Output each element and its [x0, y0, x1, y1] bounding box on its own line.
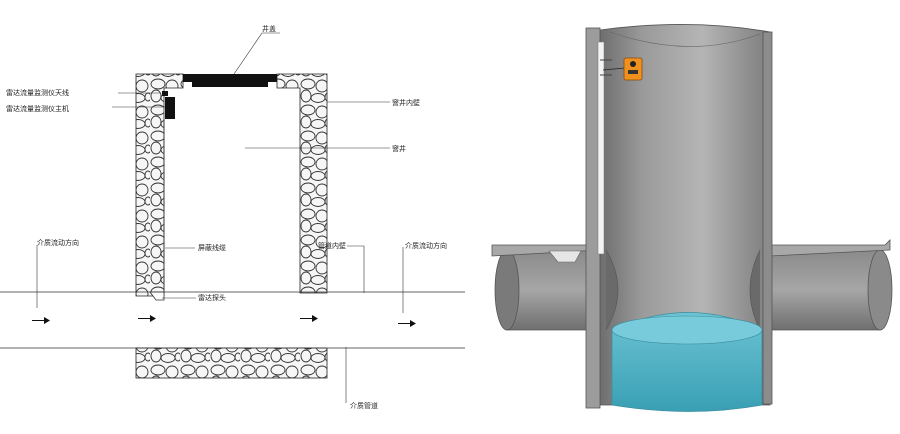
left-pipe [491, 239, 607, 331]
right-pipe [759, 239, 893, 331]
label-inner-wall: 窨井内壁 [392, 98, 420, 107]
device-body [623, 57, 643, 81]
radar-host [165, 97, 175, 119]
shaft-rim-right [762, 31, 773, 405]
left-pipe-end [494, 249, 520, 331]
flow-arrow-2 [138, 315, 156, 322]
masonry-top-left [135, 73, 184, 297]
left-opening [605, 249, 619, 331]
label-antenna: 雷达流量监测仪天线 [6, 88, 69, 97]
masonry-bottom [135, 347, 328, 379]
label-pipe-inner-wall: 管道内壁 [318, 241, 346, 250]
device-display [630, 61, 636, 67]
masonry-top-right [276, 73, 328, 294]
label-well: 窨井 [392, 144, 406, 153]
well-cover-lip [192, 82, 268, 87]
device-label [628, 70, 638, 74]
water-surface [611, 315, 763, 345]
left-cross-section: 井盖 雷达流量监测仪天线 雷达流量监测仪主机 窨井内壁 窨井 介质流动方向 屏蔽… [0, 24, 465, 410]
flow-arrow-3 [300, 315, 318, 322]
radar-device [602, 57, 643, 81]
right-pipe-body [759, 249, 881, 331]
right-opening [749, 249, 761, 331]
label-cover: 井盖 [262, 24, 276, 33]
right-3d-illustration [491, 24, 893, 412]
leader-lines [36, 32, 404, 403]
label-flow-left: 介质流动方向 [37, 238, 79, 247]
label-flow-right: 介质流动方向 [405, 241, 447, 250]
label-host: 雷达流量监测仪主机 [6, 104, 69, 113]
right-pipe-end [867, 249, 893, 331]
leader-pipe-wall [347, 245, 365, 293]
flow-arrows [32, 315, 416, 327]
label-pipe: 介质管道 [350, 401, 378, 410]
well-cover [183, 74, 277, 82]
cable-conduit [597, 41, 605, 255]
flow-arrow-1 [32, 317, 50, 324]
label-probe: 雷达探头 [198, 293, 226, 302]
leader-cover [233, 32, 280, 75]
flow-arrow-4 [398, 320, 416, 327]
radar-antenna [162, 91, 168, 96]
label-cable: 屏蔽线缆 [198, 243, 226, 252]
left-pipe-notch [548, 250, 582, 263]
device-cable [602, 67, 626, 71]
shaft-curve [609, 31, 761, 47]
